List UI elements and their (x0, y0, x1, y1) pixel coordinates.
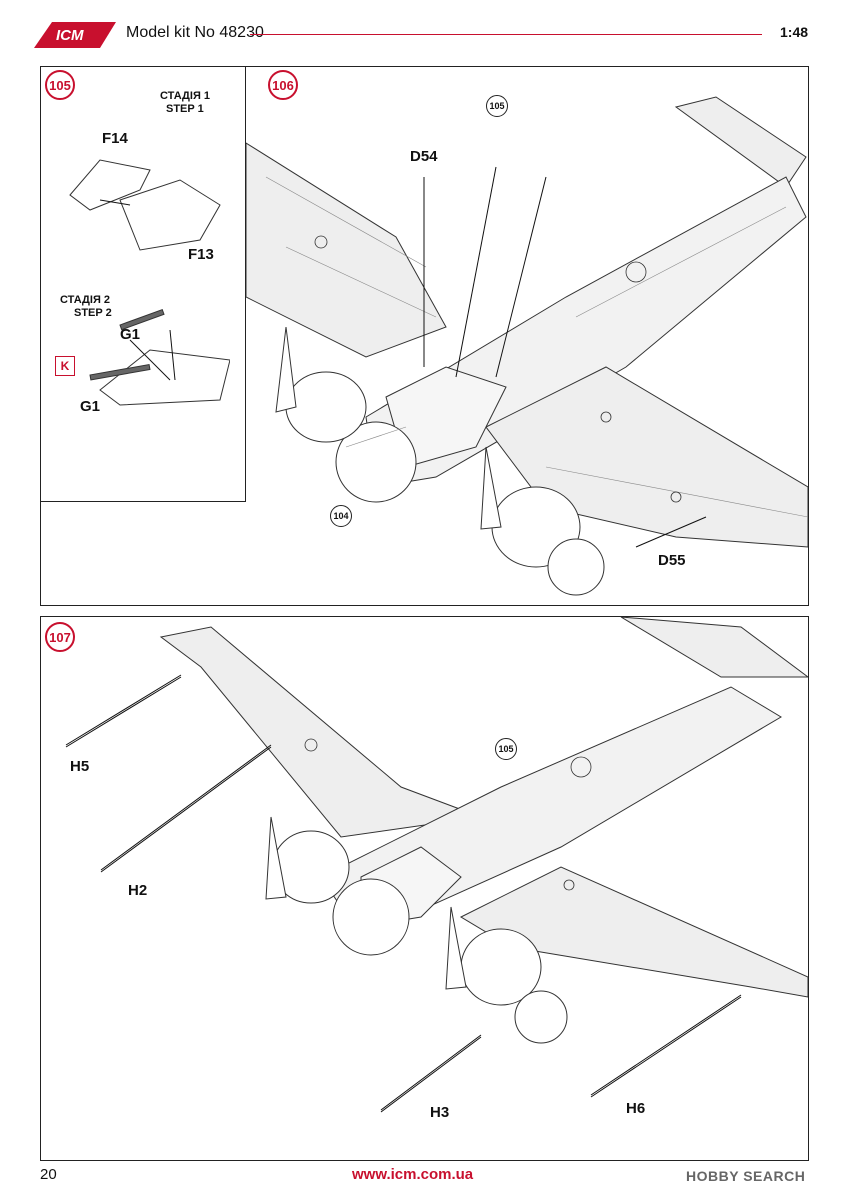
part-h3: H3 (430, 1104, 450, 1121)
part-h2: H2 (128, 882, 148, 899)
step-105-panel (40, 66, 246, 502)
part-h6: H6 (626, 1100, 646, 1117)
stage-2-label: СТАДІЯ 2 STEP 2 (60, 294, 112, 320)
ref-step-104: 104 (330, 505, 352, 527)
stage-2-ua: СТАДІЯ 2 (60, 294, 111, 306)
step-badge-106: 106 (268, 70, 298, 100)
footer-url[interactable]: www.icm.com.ua (352, 1166, 474, 1183)
canopy-part-drawing (69, 159, 230, 406)
svg-text:ICM: ICM (56, 27, 84, 44)
marker-k-box: K (55, 356, 75, 376)
kit-title: Model kit No 48230 (126, 24, 264, 41)
stage-1-en: STEP 1 (166, 103, 204, 115)
stage-1-ua: СТАДІЯ 1 (160, 90, 211, 102)
watermark: HOBBY SEARCH (686, 1168, 806, 1184)
aircraft-drawing-106 (246, 96, 808, 596)
part-d54: D54 (410, 148, 438, 165)
part-d55: D55 (658, 552, 686, 569)
scale-label: 1:48 (780, 24, 809, 40)
header-rule (250, 34, 762, 35)
part-f14: F14 (102, 130, 128, 147)
ref-step-105: 105 (495, 738, 517, 760)
stage-2-en: STEP 2 (74, 307, 112, 319)
part-f13: F13 (188, 246, 214, 263)
page-number: 20 (40, 1166, 57, 1183)
part-g1-top: G1 (120, 326, 141, 343)
part-g1-bottom: G1 (80, 398, 101, 415)
part-h5: H5 (70, 758, 90, 775)
ref-step-105-top: 105 (486, 95, 508, 117)
aircraft-drawing-107 (65, 617, 808, 1113)
step-badge-107: 107 (45, 622, 75, 652)
icm-logo: ICM (34, 22, 116, 48)
stage-1-label: СТАДІЯ 1 STEP 1 (160, 90, 210, 116)
step-badge-105: 105 (45, 70, 75, 100)
